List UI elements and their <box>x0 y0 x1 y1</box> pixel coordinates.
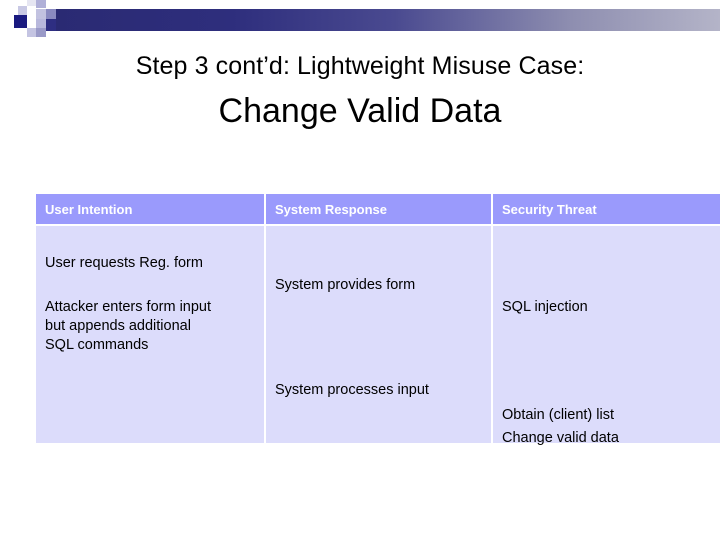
cell-text-line: Attacker enters form input <box>45 299 212 315</box>
decor-square-13 <box>46 9 56 19</box>
cell-text-line: User requests Reg. form <box>45 255 203 271</box>
cell-text-line: Change valid data <box>502 430 619 446</box>
cell-text-line: Obtain (client) list <box>502 407 615 423</box>
decor-square-12 <box>46 0 56 9</box>
decor-square-14 <box>46 19 56 31</box>
column-header-security-threat: Security Threat <box>493 194 720 224</box>
table-header-row: User Intention System Response Security … <box>36 194 720 224</box>
decorative-header-band <box>0 0 720 44</box>
column-header-system-response: System Response <box>266 194 491 224</box>
decor-square-4 <box>36 0 46 8</box>
decor-square-3 <box>27 0 36 6</box>
decor-square-10 <box>36 28 46 37</box>
decor-square-0 <box>18 6 27 15</box>
cell-text-line: SQL injection <box>502 299 588 315</box>
decor-square-9 <box>27 28 36 37</box>
decor-square-15 <box>0 0 14 44</box>
cell-text-line: System processes input <box>275 382 429 398</box>
cell-text-line: but appends additional <box>45 318 191 334</box>
decor-square-5 <box>14 15 27 28</box>
column-header-user-intention: User Intention <box>36 194 264 224</box>
decor-square-6 <box>27 15 36 28</box>
page-title: Step 3 cont’d: Lightweight Misuse Case: <box>135 52 585 80</box>
header-gradient-bar <box>42 9 720 31</box>
cell-text-line: SQL commands <box>45 337 149 353</box>
decor-square-8 <box>36 19 46 28</box>
misuse-case-table: User Intention System Response Security … <box>34 192 720 446</box>
page-subtitle: Change Valid Data <box>218 92 502 130</box>
decor-square-1 <box>27 6 36 15</box>
decor-square-7 <box>36 9 46 19</box>
decor-square-11 <box>18 28 27 37</box>
cell-text-line: System provides form <box>275 277 416 293</box>
